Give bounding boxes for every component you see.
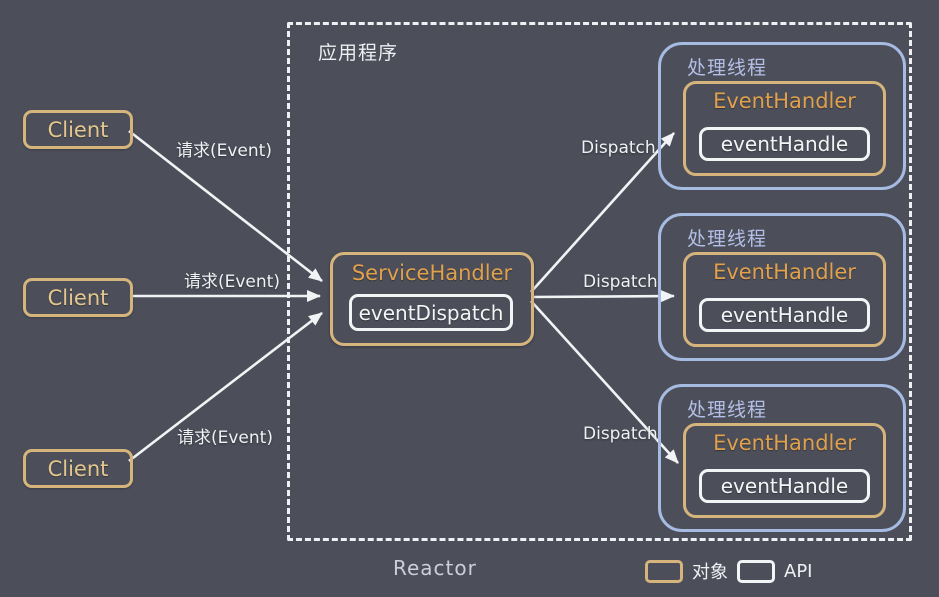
client-label: Client: [47, 117, 109, 142]
client-label: Client: [47, 456, 109, 481]
event-handle-box: eventHandle: [699, 298, 870, 332]
event-handler-title: EventHandler: [713, 89, 856, 113]
legend-api-swatch: [737, 559, 775, 583]
client-box-2: Client: [23, 278, 133, 317]
client-label: Client: [47, 285, 109, 310]
event-dispatch-label: eventDispatch: [358, 300, 504, 325]
service-handler-title: ServiceHandler: [351, 261, 513, 285]
request-label-3: 请求(Event): [177, 428, 273, 448]
thread-cluster-2: 处理线程 EventHandler eventHandle: [658, 213, 906, 361]
legend-api-label: API: [784, 560, 813, 582]
application-boundary: [287, 22, 912, 541]
request-label-2: 请求(Event): [184, 272, 280, 292]
event-dispatch-box: eventDispatch: [349, 294, 513, 331]
event-handle-label: eventHandle: [720, 132, 849, 156]
thread-cluster-1: 处理线程 EventHandler eventHandle: [658, 42, 906, 190]
client-box-1: Client: [23, 110, 133, 149]
event-handler-box: EventHandler eventHandle: [683, 252, 886, 347]
dispatch-label-2: Dispatch: [583, 272, 658, 292]
legend: 对象 API: [645, 558, 812, 584]
client-box-3: Client: [23, 449, 133, 488]
legend-object-label: 对象: [692, 562, 728, 583]
thread-label: 处理线程: [687, 399, 768, 421]
event-handler-box: EventHandler eventHandle: [683, 81, 886, 176]
thread-label: 处理线程: [687, 57, 768, 79]
dispatch-label-1: Dispatch: [581, 138, 656, 158]
request-label-1: 请求(Event): [176, 141, 272, 161]
legend-object-swatch: [645, 559, 683, 583]
thread-label: 处理线程: [687, 228, 768, 250]
event-handle-label: eventHandle: [720, 303, 849, 327]
dispatch-label-3: Dispatch: [583, 424, 658, 444]
thread-cluster-3: 处理线程 EventHandler eventHandle: [658, 384, 906, 532]
reactor-label: Reactor: [393, 556, 477, 580]
application-boundary-label: 应用程序: [318, 42, 399, 64]
event-handler-title: EventHandler: [713, 260, 856, 284]
event-handle-box: eventHandle: [699, 469, 870, 503]
event-handle-box: eventHandle: [699, 127, 870, 161]
event-handler-title: EventHandler: [713, 431, 856, 455]
event-handle-label: eventHandle: [720, 474, 849, 498]
event-handler-box: EventHandler eventHandle: [683, 423, 886, 518]
service-handler-box: ServiceHandler eventDispatch: [330, 252, 534, 346]
